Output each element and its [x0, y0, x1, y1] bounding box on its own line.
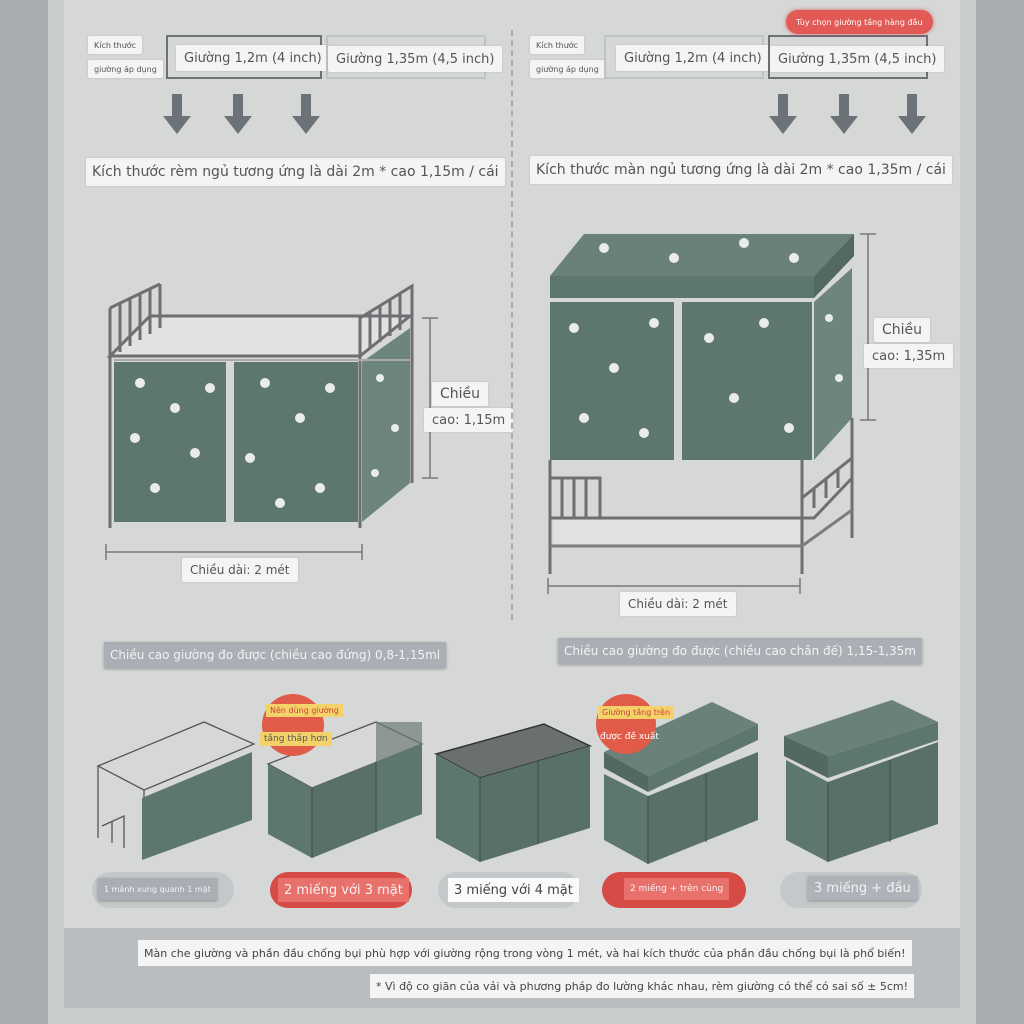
- right-size-label-2: giường áp dụng: [530, 60, 605, 78]
- footer-line-1: Màn che giường và phần đầu chống bụi phù…: [138, 940, 912, 966]
- left-bed-illustration: [106, 282, 415, 528]
- down-arrow-icon: [769, 94, 797, 134]
- badge-circle-2: [596, 694, 656, 754]
- right-length-label: Chiều dài: 2 mét: [620, 592, 736, 616]
- section-divider: [511, 30, 513, 620]
- left-height-dimension: [422, 317, 438, 479]
- option-5-label[interactable]: 3 miếng + đầu: [808, 876, 917, 900]
- right-option-2[interactable]: Giường 1,35m (4,5 inch): [770, 46, 945, 72]
- left-down-arrows: [163, 94, 320, 134]
- down-arrow-icon: [830, 94, 858, 134]
- down-arrow-icon: [224, 94, 252, 134]
- down-arrow-icon: [898, 94, 926, 134]
- option-5-illustration: [784, 700, 938, 862]
- option-4-label[interactable]: 2 miếng + trên cùng: [624, 878, 730, 900]
- right-length-dimension: [547, 578, 801, 594]
- right-bed-illustration: [548, 234, 854, 574]
- option-2-illustration: [266, 721, 424, 858]
- curtain-panel: [682, 302, 812, 460]
- right-down-arrows: [769, 94, 926, 134]
- option-1-label[interactable]: 1 mảnh xung quanh 1 mặt: [98, 878, 217, 900]
- down-arrow-icon: [292, 94, 320, 134]
- left-option-2[interactable]: Giường 1,35m (4,5 inch): [328, 46, 503, 72]
- left-size-label-2: giường áp dụng: [88, 60, 163, 78]
- top-cover: [550, 234, 854, 276]
- curtain-side: [814, 268, 852, 460]
- left-measure-band: Chiều cao giường đo được (chiều cao đứng…: [104, 642, 447, 668]
- curtain-panel: [234, 362, 358, 522]
- right-option-1[interactable]: Giường 1,2m (4 inch): [616, 45, 770, 71]
- left-height-label-1: Chiều: [432, 382, 489, 406]
- right-result: Kích thước màn ngủ tương ứng là dài 2m *…: [530, 156, 952, 184]
- left-result: Kích thước rèm ngủ tương ứng là dài 2m *…: [86, 158, 505, 186]
- badge-2-line1: Giường tầng trên: [598, 706, 675, 719]
- down-arrow-icon: [163, 94, 191, 134]
- left-option-1[interactable]: Giường 1,2m (4 inch): [176, 45, 330, 71]
- badge-1-line2: tầng thấp hơn: [260, 732, 332, 746]
- badge-1-line1: Nên dùng giường: [266, 704, 343, 717]
- left-size-label-1: Kích thước: [88, 36, 143, 54]
- left-length-dimension: [105, 544, 363, 560]
- option-3-illustration: [434, 723, 593, 862]
- right-height-label-1: Chiều: [874, 318, 931, 342]
- option-2-label[interactable]: 2 miếng với 3 mặt: [278, 878, 409, 902]
- left-height-label-2: cao: 1,15m: [424, 408, 514, 432]
- right-height-dimension: [860, 233, 876, 421]
- option-4-illustration: [604, 702, 758, 864]
- right-size-label-1: Kích thước: [530, 36, 585, 54]
- left-length-label: Chiều dài: 2 mét: [182, 558, 298, 582]
- top-pick-badge: Tùy chọn giường tầng hàng đầu: [786, 10, 933, 34]
- right-measure-band: Chiều cao giường đo được (chiều cao chân…: [558, 638, 922, 664]
- option-3-label[interactable]: 3 miếng với 4 mặt: [448, 878, 579, 902]
- badge-2-line2: được đề xuất: [600, 732, 659, 742]
- footer-line-2: * Vì độ co giãn của vải và phương pháp đ…: [370, 974, 915, 998]
- curtain-side: [362, 328, 410, 522]
- right-height-label-2: cao: 1,35m: [864, 344, 954, 368]
- option-1-illustration: [96, 721, 256, 860]
